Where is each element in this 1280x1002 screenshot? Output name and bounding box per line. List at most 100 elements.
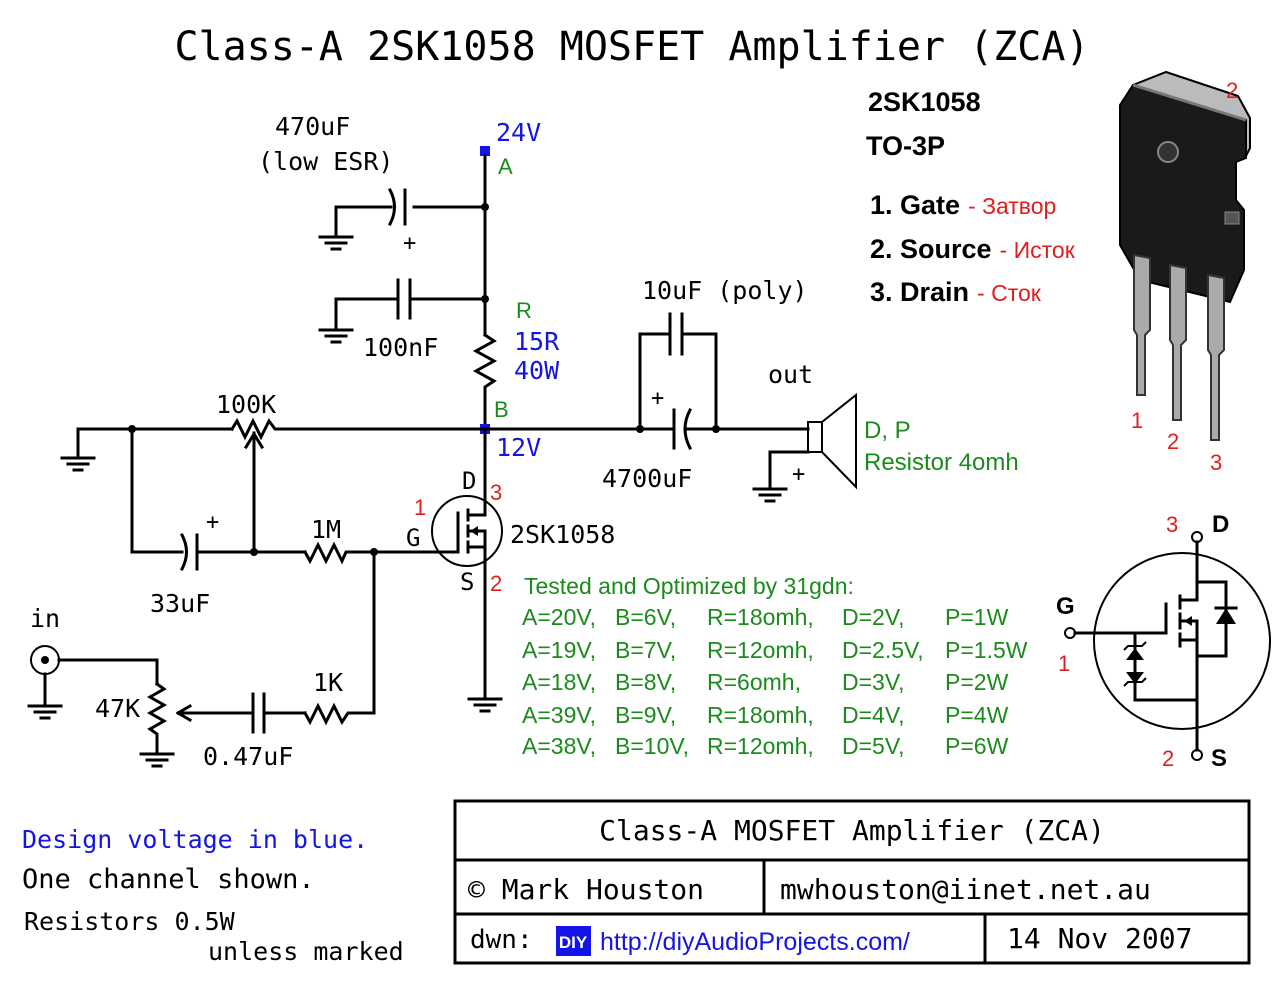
tested-a: A=20V, — [522, 604, 596, 630]
output-label: out — [768, 360, 813, 389]
mosfet-part: 2SK1058 — [510, 520, 615, 549]
speaker-plus: + — [792, 462, 805, 487]
title-block-date: 14 Nov 2007 — [1007, 922, 1192, 955]
note-resistors-2: unless marked — [208, 937, 404, 966]
tested-b: B=10V, — [615, 733, 689, 759]
symbol-gate-label: G — [1056, 593, 1075, 620]
mosfet-gate-pin: 1 — [414, 495, 426, 520]
tested-r: R=12omh, — [707, 637, 814, 663]
mosfet-source-pin: 2 — [490, 571, 502, 596]
node-a-marker — [480, 146, 490, 156]
tested-r: R=12omh, — [707, 733, 814, 759]
node-a-label: A — [498, 154, 513, 179]
input-label: in — [30, 604, 60, 633]
pinout-item: 2. Source - Исток — [870, 234, 1076, 264]
tested-d: D=2V, — [842, 604, 904, 630]
package-leg-number: 3 — [1210, 450, 1222, 475]
tested-a: A=38V, — [522, 733, 596, 759]
r-gate-value: 1M — [311, 515, 341, 544]
c-output-poly: 10uF (poly) — [642, 276, 808, 305]
node-r-label: R — [516, 298, 532, 323]
pinout-list: 1. Gate - Затвор 2. Source - Исток 3. Drai… — [870, 190, 1076, 307]
tested-heading: Tested and Optimized by 31gdn: — [524, 573, 854, 599]
note-resistors-1: Resistors 0.5W — [24, 907, 236, 936]
package-case: TO-3P — [866, 131, 945, 161]
tested-r: R=18omh, — [707, 702, 814, 728]
diagram-title: Class-A 2SK1058 MOSFET Amplifier (ZCA) — [174, 24, 1089, 70]
mosfet-drain-label: D — [462, 467, 476, 495]
tested-row: A=20V, B=6V, R=18omh, D=2V, P=1W — [522, 604, 1009, 630]
diy-badge-bg — [556, 926, 591, 956]
pin-translation: - Исток — [1000, 237, 1076, 263]
c-bypass-value: 100nF — [363, 333, 438, 362]
c-feedback-value: 33uF — [150, 589, 210, 618]
title-block — [453, 799, 1251, 965]
tested-a: A=19V, — [522, 637, 596, 663]
pin-name: 2. Source — [870, 234, 992, 264]
package-part: 2SK1058 — [868, 87, 981, 117]
tested-p: P=2W — [945, 669, 1009, 695]
tested-row: A=19V, B=7V, R=12omh, D=2.5V, P=1.5W — [522, 637, 1028, 663]
mosfet-detail-symbol — [1064, 531, 1271, 761]
title-block-email: mwhouston@iinet.net.au — [780, 873, 1151, 906]
supply-voltage: 24V — [496, 118, 541, 147]
title-block-url[interactable]: http://diyAudioProjects.com/ — [600, 928, 910, 956]
pin-translation: - Сток — [977, 280, 1042, 306]
symbol-drain-label: D — [1212, 511, 1229, 538]
pot-bias-value: 100K — [216, 390, 276, 419]
tested-d: D=4V, — [842, 702, 904, 728]
output-stage — [636, 312, 857, 503]
symbol-source-label: S — [1211, 745, 1227, 772]
speaker-label: D, P — [864, 417, 911, 444]
note-design-voltage: Design voltage in blue. — [22, 825, 368, 854]
tested-d: D=2.5V, — [842, 637, 924, 663]
tested-p: P=1W — [945, 604, 1009, 630]
diy-badge: DIY — [559, 933, 588, 952]
pin-translation: - Затвор — [968, 193, 1056, 219]
tested-table: A=20V, B=6V, R=18omh, D=2V, P=1W A=19V, B=7V,… — [522, 604, 1028, 759]
main-wiring — [27, 417, 652, 768]
symbol-source-pin: 2 — [1162, 746, 1174, 771]
tested-r: R=6omh, — [707, 669, 801, 695]
pin-name: 3. Drain — [870, 277, 969, 307]
tested-b: B=7V, — [615, 637, 676, 663]
pot-volume-value: 47K — [95, 694, 140, 723]
package-leg-number: 1 — [1131, 408, 1143, 433]
tested-r: R=18omh, — [707, 604, 814, 630]
package-leg-number: 2 — [1167, 429, 1179, 454]
tested-row: A=38V,B=10V,R=12omh,D=5V,P=6W — [522, 733, 1009, 759]
to3p-package-drawing — [1119, 70, 1251, 441]
tested-p: P=4W — [945, 702, 1009, 728]
c-output-plus: + — [651, 386, 664, 411]
tested-a: A=18V, — [522, 669, 596, 695]
c-bulk-note: (low ESR) — [258, 147, 393, 176]
tested-p: P=6W — [945, 733, 1009, 759]
symbol-gate-pin: 1 — [1058, 651, 1070, 676]
mosfet-symbol — [431, 495, 503, 567]
r-input-value: 1K — [313, 668, 343, 697]
tested-a: A=39V, — [522, 702, 596, 728]
tested-b: B=6V, — [615, 604, 676, 630]
pinout-item: 3. Drain - Сток — [870, 277, 1042, 307]
tested-p: P=1.5W — [945, 637, 1028, 663]
pin-name: 1. Gate — [870, 190, 960, 220]
tested-b: B=8V, — [615, 669, 676, 695]
c-bulk-plus: + — [403, 231, 416, 256]
node-b-voltage: 12V — [496, 433, 541, 462]
c-input-value: 0.47uF — [203, 742, 293, 771]
pinout-item: 1. Gate - Затвор — [870, 190, 1056, 220]
r-load-power: 40W — [514, 356, 560, 385]
package-tab-number: 2 — [1226, 78, 1238, 103]
note-channel: One channel shown. — [22, 864, 315, 895]
title-block-author: © Mark Houston — [468, 873, 704, 906]
tested-row: A=39V, B=9V, R=18omh, D=4V, P=4W — [522, 702, 1009, 728]
tested-d: D=3V, — [842, 669, 904, 695]
mosfet-source-label: S — [460, 568, 474, 596]
tested-b: B=9V, — [615, 702, 676, 728]
c-feedback-plus: + — [206, 510, 219, 535]
speaker-note: Resistor 4omh — [864, 449, 1019, 476]
c-output-value: 4700uF — [602, 464, 692, 493]
title-block-title: Class-A MOSFET Amplifier (ZCA) — [599, 814, 1105, 847]
tested-row: A=18V, B=8V, R=6omh, D=3V, P=2W — [522, 669, 1009, 695]
